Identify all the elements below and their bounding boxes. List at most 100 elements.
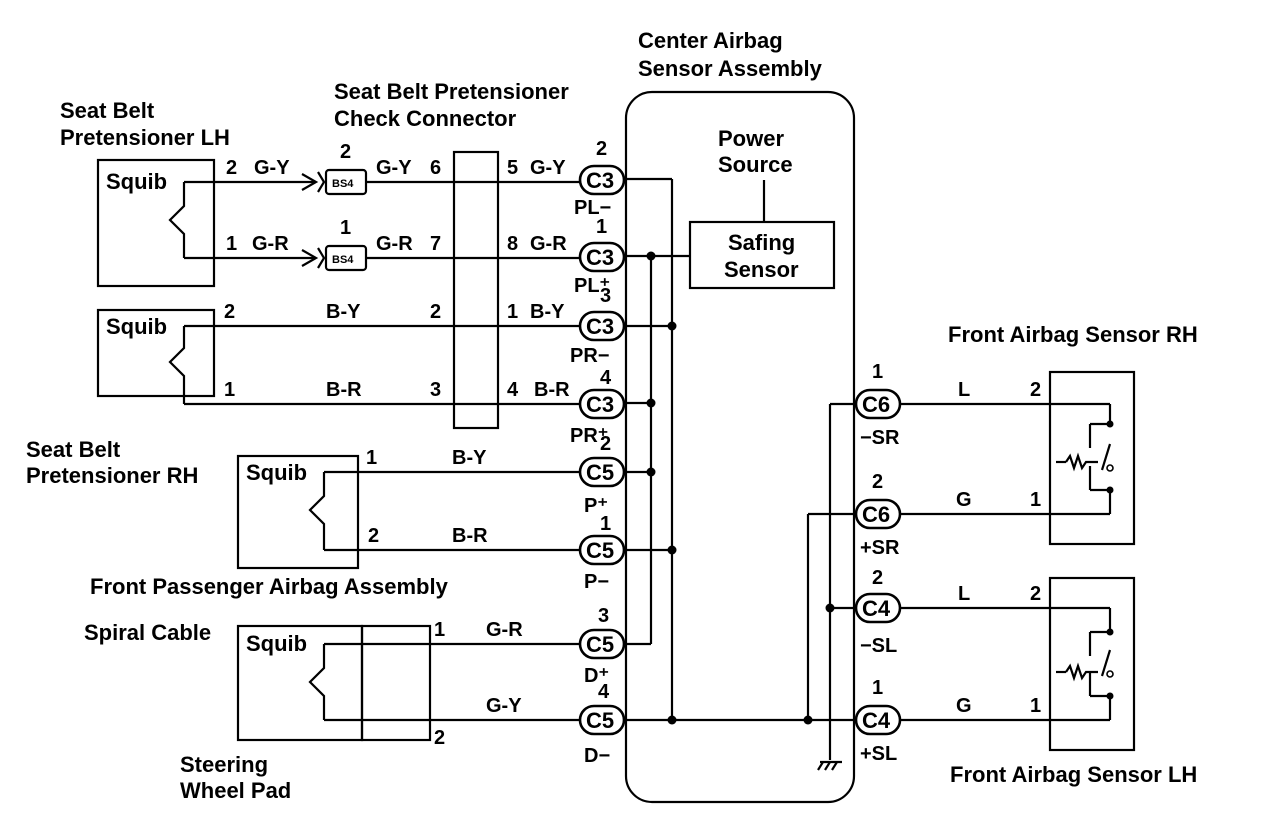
wire-color-label: G [956,489,972,511]
pin-label: 1 [600,513,611,535]
pin-label: 2 [226,157,237,179]
safing-sensor-1: Safing [728,230,795,255]
pin-label: 8 [507,233,518,255]
terminal-label: P⁺ [584,495,608,517]
pretensioner-rh-title-1: Seat Belt [26,437,121,462]
pin-label: 2 [430,301,441,323]
pin-label: 6 [430,157,441,179]
terminal-label: PL⁺ [574,275,610,297]
pretensioner-rh-box [96,308,216,398]
terminal-label: P− [584,571,609,593]
pin-label: 1 [224,379,235,401]
pin-label: 3 [598,605,609,627]
pin-label: 1 [434,619,445,641]
pin-label: 1 [872,361,883,383]
squib-label: Squib [106,314,167,339]
wire-color-label: G-R [486,619,523,641]
connector-c4-plus-sl: C4 [854,704,902,736]
wire-color-label: G-R [530,233,567,255]
wire-color-label: B-Y [530,301,565,323]
pin-label: 1 [1030,695,1041,717]
connector-c5-d-minus: C5 [578,704,626,736]
center-title-2: Sensor Assembly [638,56,823,81]
check-connector-title-1: Seat Belt Pretensioner [334,79,569,104]
terminal-label: −SR [860,427,900,449]
squib-label: Squib [106,169,167,194]
wire-color-label: G-Y [254,157,290,179]
pin-label: 2 [368,525,379,547]
steering-pad-title-2: Wheel Pad [180,778,291,803]
terminal-label: PR− [570,345,609,367]
steering-pad-title-1: Steering [180,752,268,777]
wire-color-label: G-R [252,233,289,255]
center-title-1: Center Airbag [638,28,783,53]
squib-label: Squib [246,460,307,485]
pretensioner-lh-title-1: Seat Belt [60,98,155,123]
terminal-label: D− [584,745,610,767]
svg-text:C3: C3 [586,314,614,339]
bs4-label: BS4 [332,178,354,190]
sensor-switch-icon [1050,606,1114,722]
steering-pad-box [360,624,432,742]
front-sensor-rh-box [1048,370,1136,546]
terminal-label: +SL [860,743,897,765]
svg-text:C3: C3 [586,392,614,417]
svg-text:C3: C3 [586,168,614,193]
wire-color-label: G-R [376,233,413,255]
svg-text:C4: C4 [862,708,891,733]
pin-label: 2 [600,433,611,455]
connector-c6-minus-sr: C6 [854,388,902,420]
pin-label: 1 [872,677,883,699]
pin-label: 2 [1030,379,1041,401]
check-connector-title-2: Check Connector [334,106,517,131]
spiral-cable-title: Spiral Cable [84,620,211,645]
pin-label: 5 [507,157,518,179]
pin-label: 2 [340,141,351,163]
terminal-label: −SL [860,635,897,657]
squib-label: Squib [246,631,307,656]
passenger-airbag-title: Front Passenger Airbag Assembly [90,574,449,599]
connector-c5-p-plus: C5 [578,456,626,488]
svg-text:C6: C6 [862,502,890,527]
terminal-label: +SR [860,537,900,559]
pin-label: 2 [596,138,607,160]
terminal-label: PL− [574,197,611,219]
connector-c5-d-plus: C5 [578,628,626,660]
wire-color-label: L [958,583,970,605]
wire-color-label: B-Y [452,447,487,469]
pretensioner-lh-box [96,158,216,288]
svg-text:C6: C6 [862,392,890,417]
pin-label: 1 [226,233,237,255]
svg-text:C4: C4 [862,596,891,621]
pin-label: 1 [366,447,377,469]
wire-color-label: B-R [534,379,570,401]
pin-label: 3 [430,379,441,401]
pin-label: 4 [598,681,610,703]
svg-text:C5: C5 [586,708,614,733]
wire-color-label: B-R [326,379,362,401]
bs4-label: BS4 [332,254,354,266]
pretensioner-rh-title-2: Pretensioner RH [26,463,198,488]
safing-sensor-2: Sensor [724,257,799,282]
pin-label: 2 [434,727,445,749]
connector-c4-minus-sl: C4 [854,592,902,624]
wire-color-label: G-Y [486,695,522,717]
connector-c3-pr-minus: C3 [578,310,626,342]
pin-label: 1 [507,301,518,323]
wire-color-label: L [958,379,970,401]
pin-label: 2 [1030,583,1041,605]
svg-text:C5: C5 [586,632,614,657]
center-airbag-sensor-box [624,90,856,804]
wire-color-label: G-Y [376,157,412,179]
pin-label: 7 [430,233,441,255]
svg-text:C5: C5 [586,538,614,563]
passenger-airbag-box [236,454,360,570]
pin-label: 1 [340,217,351,239]
connector-c6-plus-sr: C6 [854,498,902,530]
check-connector-box [452,150,500,430]
pin-label: 2 [872,471,883,493]
pin-label: 2 [872,567,883,589]
connector-c3-pl-plus: C3 [578,241,626,273]
connector-c3-pr-plus: C3 [578,388,626,420]
